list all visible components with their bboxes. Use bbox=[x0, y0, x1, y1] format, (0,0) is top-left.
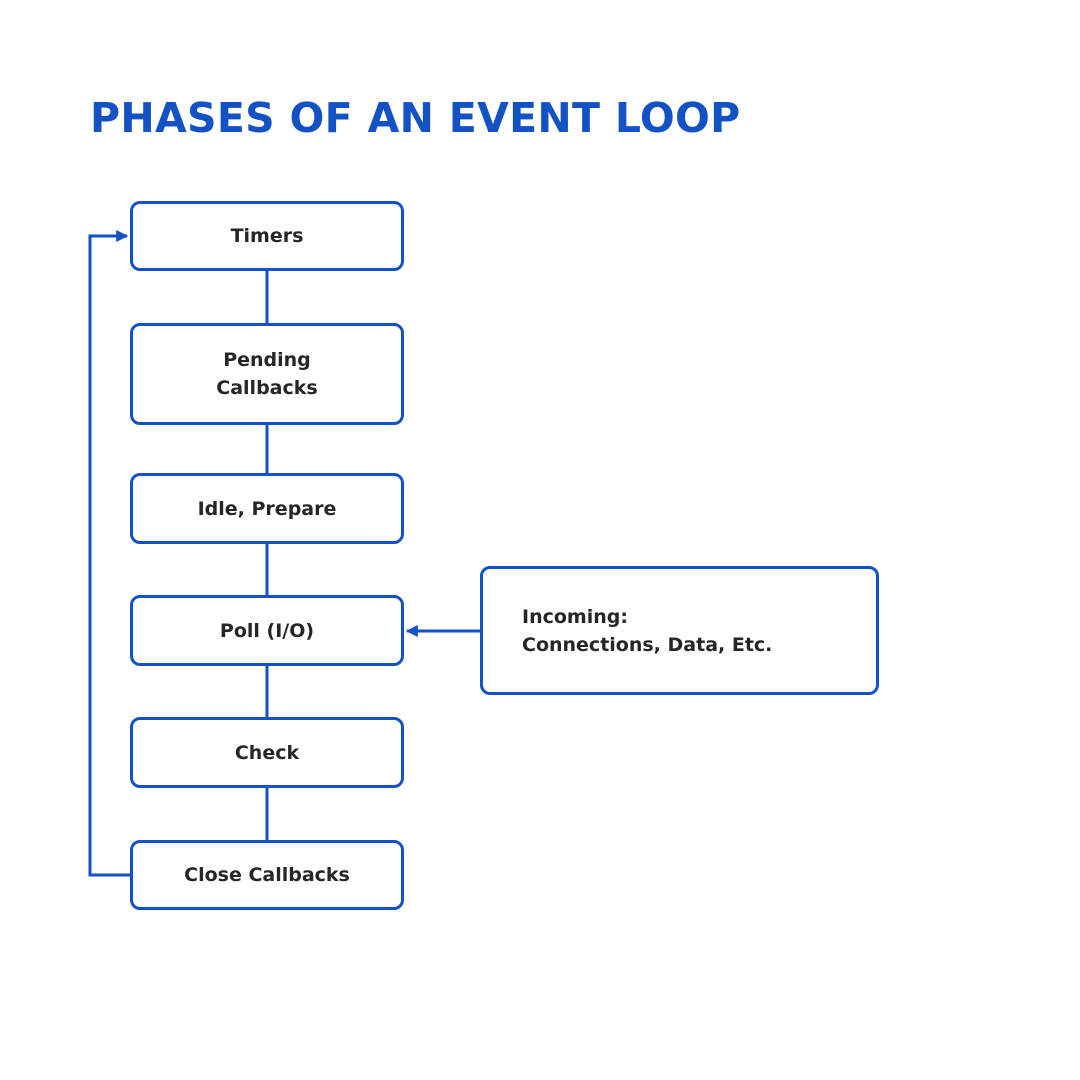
phase-poll-box: Poll (I/O) bbox=[130, 595, 404, 666]
incoming-box: Incoming: Connections, Data, Etc. bbox=[480, 566, 879, 695]
phase-idle-prepare-box: Idle, Prepare bbox=[130, 473, 404, 544]
phase-idle-prepare-label: Idle, Prepare bbox=[197, 497, 337, 520]
incoming-label: Incoming: Connections, Data, Etc. bbox=[522, 605, 773, 656]
phase-pending-callbacks-box: Pending Callbacks bbox=[130, 323, 404, 425]
loop-back-arrow bbox=[88, 230, 130, 877]
phase-poll-label: Poll (I/O) bbox=[219, 619, 315, 642]
phase-timers-label: Timers bbox=[230, 225, 304, 247]
phase-timers-box: Timers bbox=[130, 201, 404, 271]
phase-check-box: Check bbox=[130, 717, 404, 788]
diagram-title: PHASES OF AN EVENT LOOP bbox=[90, 94, 741, 142]
phase-check-label: Check bbox=[234, 741, 300, 764]
phase-pending-callbacks-label: Pending Callbacks bbox=[216, 349, 318, 399]
phase-close-callbacks-box: Close Callbacks bbox=[130, 840, 404, 910]
phase-close-callbacks-label: Close Callbacks bbox=[184, 864, 350, 886]
